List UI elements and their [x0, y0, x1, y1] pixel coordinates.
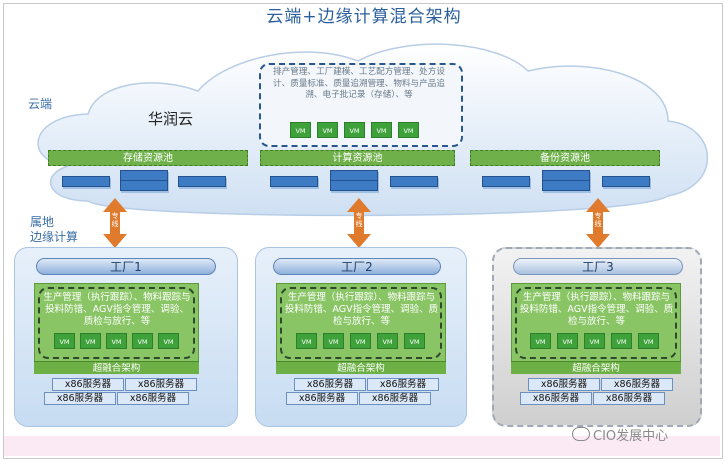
factory-1-hyper-label: 超融合架构: [34, 361, 199, 374]
storage-pool: 存储资源池: [48, 150, 248, 166]
factory-3-server: x86服务器: [520, 392, 592, 405]
factory-3-vm: VM: [530, 333, 551, 349]
factory-2-server: x86服务器: [286, 392, 358, 405]
factory-2-vm: VM: [404, 333, 425, 349]
cloud-server: [602, 176, 650, 187]
factory-3-vm: VM: [611, 333, 632, 349]
factory-3-server: x86服务器: [601, 378, 673, 391]
diagram-title: 云端+边缘计算混合架构: [266, 7, 462, 27]
factory-1-vm: VM: [54, 333, 75, 349]
factory-3-server: x86服务器: [593, 392, 665, 405]
wechat-icon: [572, 427, 590, 441]
factory-1-server: x86服务器: [117, 392, 189, 405]
cloud-vm: VM: [371, 122, 392, 138]
watermark-text: CIO发展中心: [593, 429, 669, 444]
factory-3-vm: VM: [638, 333, 659, 349]
factory-2-vm: VM: [350, 333, 371, 349]
cloud-provider-label: 华润云: [148, 110, 194, 128]
factory-3-app-box: [515, 287, 677, 359]
factory-1-server: x86服务器: [52, 378, 124, 391]
cloud-server: [120, 180, 168, 191]
factory-1-vm: VM: [132, 333, 153, 349]
factory-1-title: 工厂1: [36, 258, 216, 275]
factory-1-server: x86服务器: [44, 392, 116, 405]
link-label-2: 专线: [355, 212, 363, 228]
factory-2-title: 工厂2: [273, 258, 441, 275]
factory-2-server: x86服务器: [294, 378, 366, 391]
cloud-vm: VM: [290, 122, 311, 138]
cloud-server: [62, 176, 110, 187]
factory-1-vm: VM: [106, 333, 127, 349]
cloud-apps-text: 排产管理、工厂建模、工艺配方管理、处方设计、质量标准、质量追溯管理、物料与产品追…: [273, 67, 445, 100]
factory-2-server: x86服务器: [359, 392, 431, 405]
factory-2-apps-text: 生产管理（执行跟踪）、物料跟踪与投料防错、AGV指令管理、调验、质检与放行、等: [284, 292, 439, 327]
compute-pool: 计算资源池: [260, 150, 455, 166]
edge-tier-label-line1: 属地: [30, 215, 55, 229]
cloud-tier-label: 云端: [28, 97, 53, 111]
factory-3-vm: VM: [557, 333, 578, 349]
link-arrow-3: [586, 198, 610, 248]
factory-1-vm: VM: [158, 333, 179, 349]
bottom-band: [4, 436, 720, 456]
link-label-3: 专线: [594, 212, 602, 228]
edge-tier-label-line2: 边缘计算: [30, 230, 79, 244]
factory-3-title: 工厂3: [513, 258, 683, 275]
cloud-vm: VM: [344, 122, 365, 138]
factory-2-server: x86服务器: [367, 378, 439, 391]
factory-3-apps-text: 生产管理（执行跟踪）、物料跟踪与投料防错、AGV指令管理、调验、质检与放行、等: [519, 292, 674, 327]
link-label-1: 专线: [111, 212, 119, 228]
cloud-server: [390, 176, 438, 187]
factory-1-vm: VM: [80, 333, 101, 349]
cloud-server: [482, 176, 530, 187]
cloud-server: [330, 180, 378, 191]
cloud-server: [178, 176, 226, 187]
factory-3-hyper-label: 超融合架构: [511, 361, 681, 374]
factory-2-vm: VM: [323, 333, 344, 349]
factory-1-server: x86服务器: [125, 378, 197, 391]
factory-2-hyper-label: 超融合架构: [276, 361, 446, 374]
link-arrow-1: [103, 198, 127, 248]
backup-pool: 备份资源池: [470, 150, 660, 166]
cloud-server: [270, 176, 318, 187]
factory-1-app-box: [38, 287, 195, 359]
factory-2-app-box: [280, 287, 442, 359]
factory-1-apps-text: 生产管理（执行跟踪）、物料跟踪与投料防错、AGV指令管理、调验、质检与放行、等: [43, 292, 191, 327]
edge-tier-label: 属地 边缘计算: [30, 215, 78, 245]
cloud-vm: VM: [317, 122, 338, 138]
cloud-vm: VM: [398, 122, 419, 138]
cloud-server: [542, 180, 590, 191]
factory-2-vm: VM: [296, 333, 317, 349]
factory-3-vm: VM: [584, 333, 605, 349]
factory-2-vm: VM: [377, 333, 398, 349]
watermark: CIO发展中心: [572, 425, 668, 444]
link-arrow-2: [347, 198, 371, 248]
factory-3-server: x86服务器: [528, 378, 600, 391]
